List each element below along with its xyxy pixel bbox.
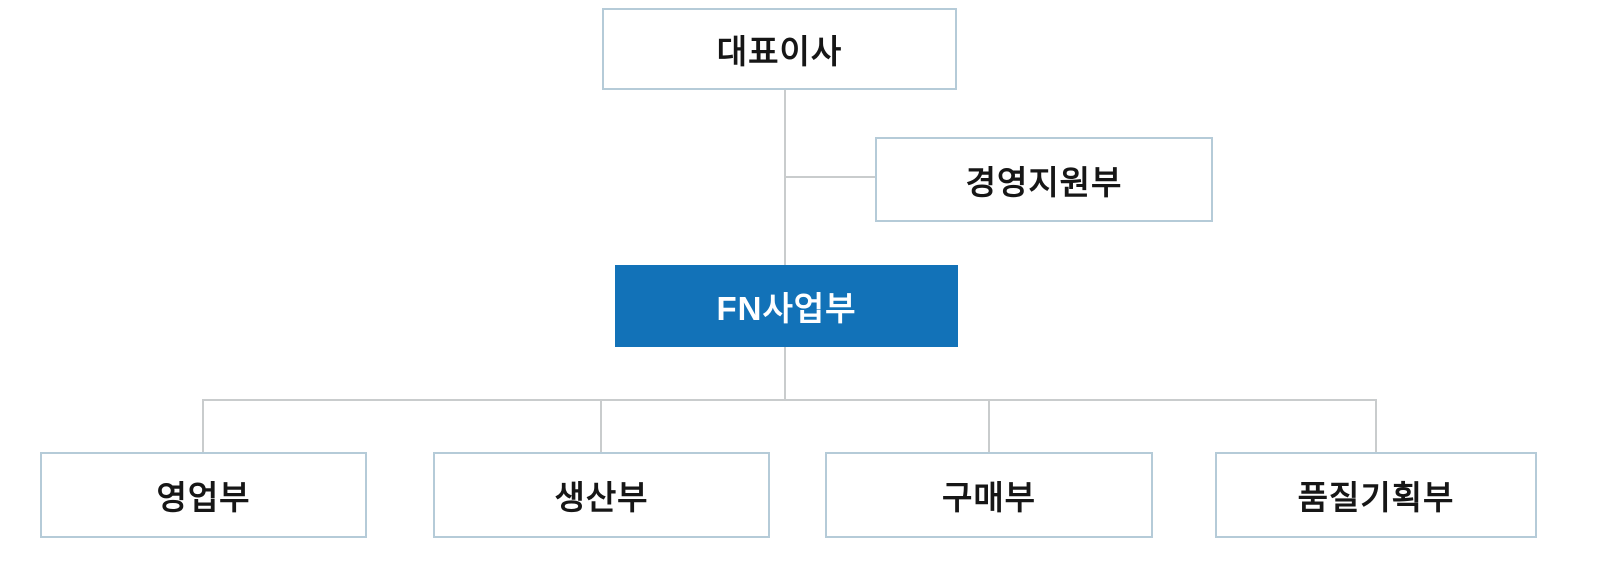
org-node-production: 생산부 bbox=[433, 452, 770, 538]
org-node-quality-planning: 품질기획부 bbox=[1215, 452, 1537, 538]
connector-drop-production bbox=[600, 399, 602, 452]
org-node-purchasing-label: 구매부 bbox=[941, 479, 1037, 516]
org-node-quality-planning-label: 품질기획부 bbox=[1297, 479, 1455, 516]
connector-drop-quality bbox=[1375, 399, 1377, 452]
org-node-sales: 영업부 bbox=[40, 452, 367, 538]
connector-children-horizontal bbox=[202, 399, 1377, 401]
connector-drop-sales bbox=[202, 399, 204, 452]
org-node-ceo-label: 대표이사 bbox=[716, 33, 843, 70]
connector-drop-purchasing bbox=[988, 399, 990, 452]
org-node-fn-division-label: FN사업부 bbox=[716, 290, 857, 327]
connector-fn-to-children bbox=[784, 347, 786, 401]
org-node-management-support: 경영지원부 bbox=[875, 137, 1213, 222]
connector-branch-to-support bbox=[784, 176, 875, 178]
org-node-ceo: 대표이사 bbox=[602, 8, 957, 90]
org-node-sales-label: 영업부 bbox=[156, 479, 251, 516]
org-node-production-label: 생산부 bbox=[554, 479, 649, 516]
org-node-management-support-label: 경영지원부 bbox=[965, 163, 1123, 201]
org-node-fn-division: FN사업부 bbox=[615, 265, 958, 347]
org-node-purchasing: 구매부 bbox=[825, 452, 1153, 538]
